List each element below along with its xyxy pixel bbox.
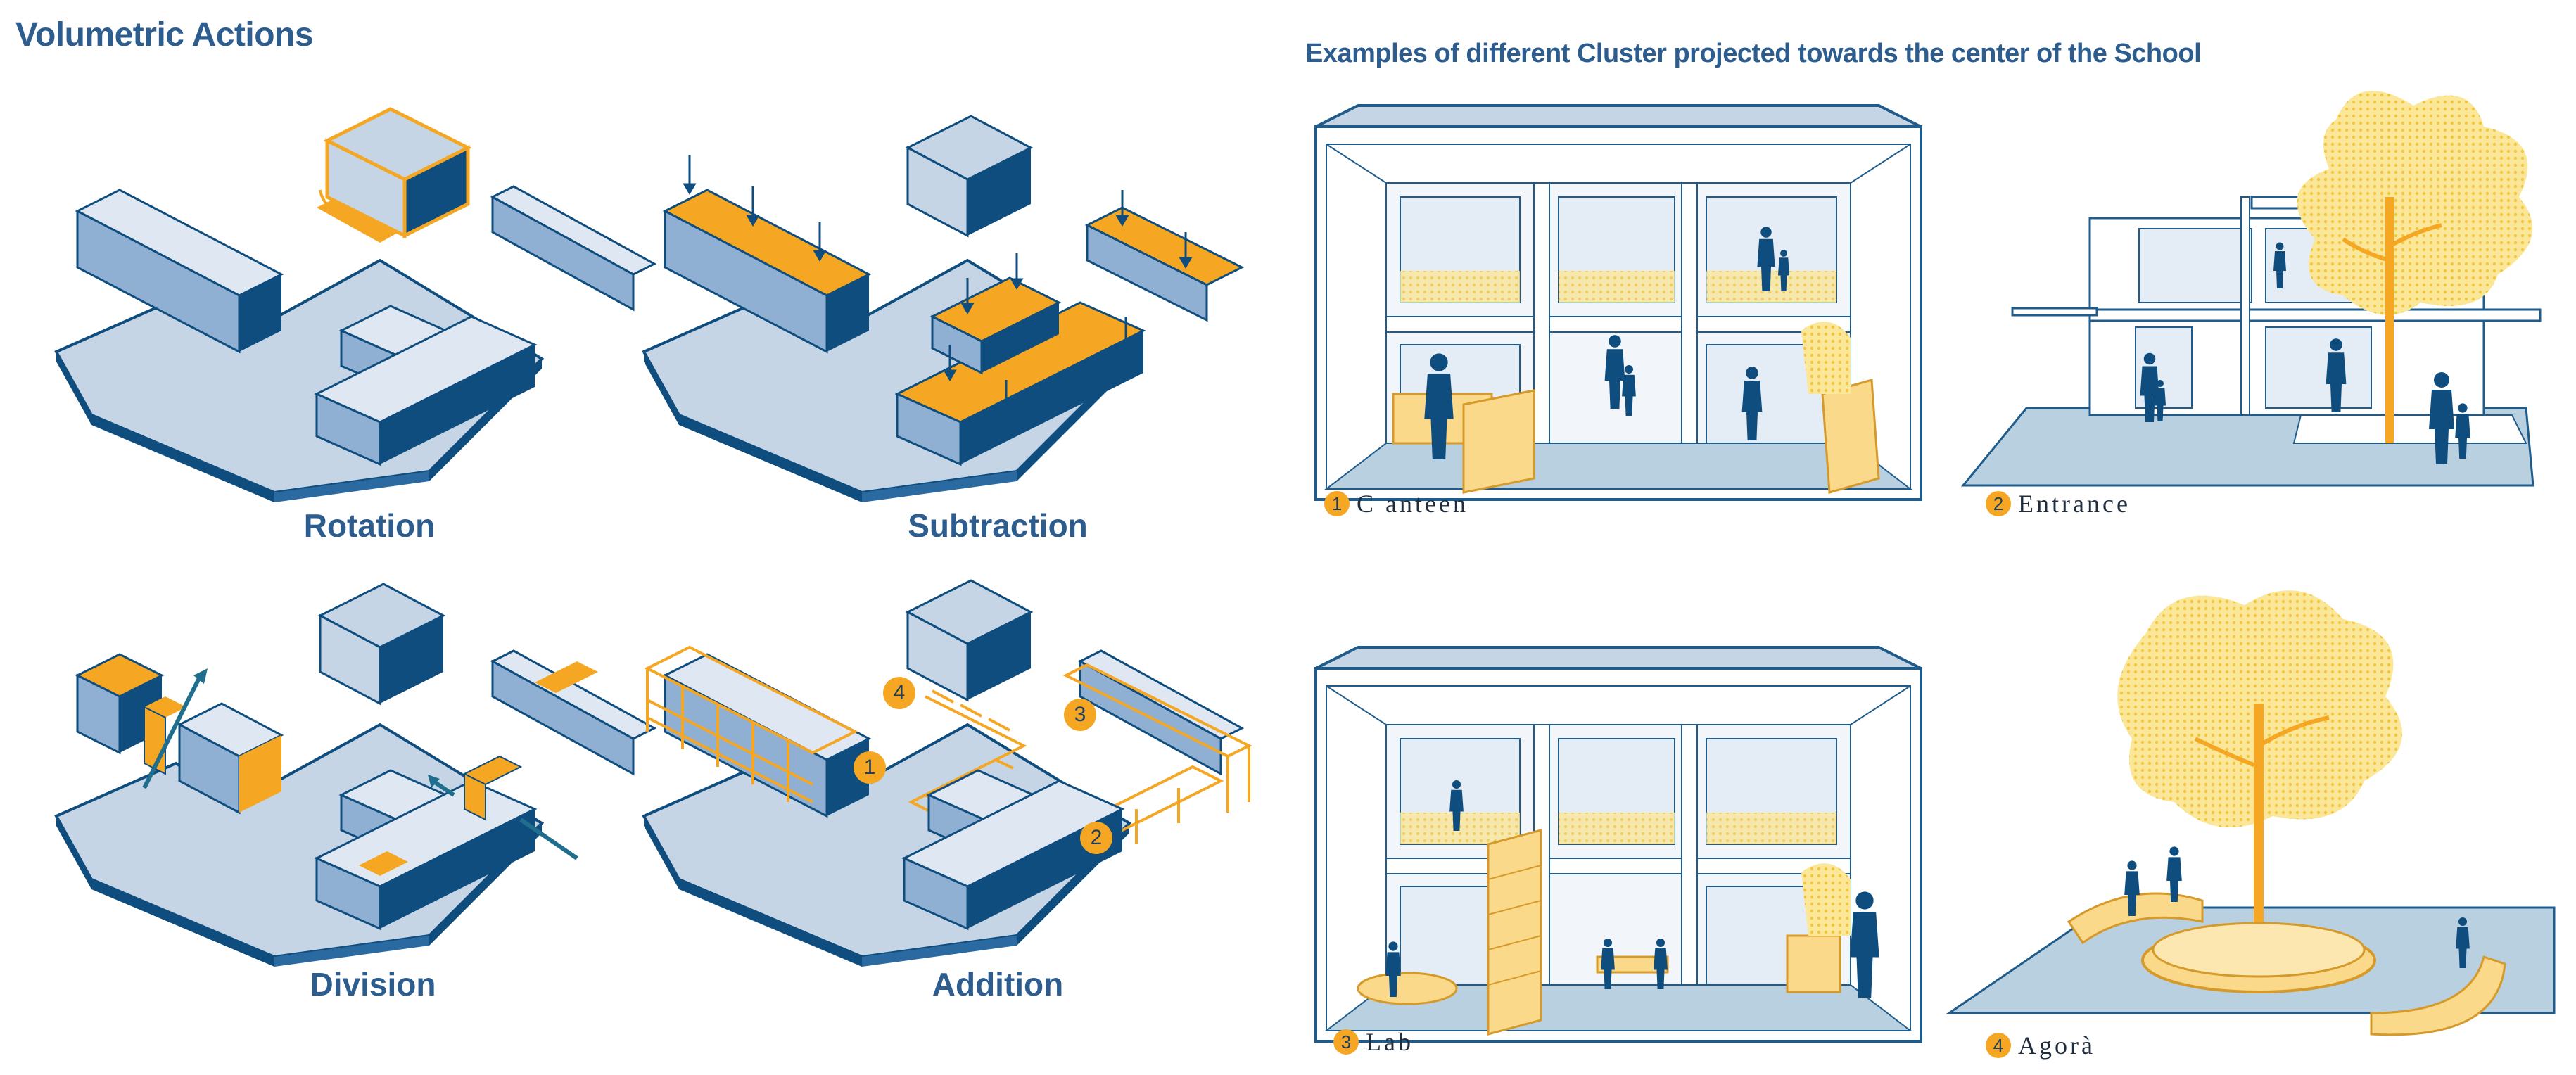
scene-caption-agora: 4 Agorà: [1986, 1031, 2095, 1060]
division-diagram: [55, 583, 657, 968]
scene-number-badge: 4: [1986, 1033, 2011, 1058]
canteen-scene: [1314, 104, 1922, 501]
lab-scene: [1314, 646, 1922, 1043]
left-heading: Volumetric Actions: [15, 16, 314, 53]
addition-marker-4: 4: [883, 677, 915, 709]
scene-label: Entrance: [2018, 490, 2131, 518]
scene-label: C anteen: [1357, 490, 1468, 518]
addition-diagram: [642, 579, 1252, 968]
caption-subtraction: Subtraction: [908, 507, 1088, 544]
addition-marker-1: 1: [854, 751, 886, 784]
addition-marker-3: 3: [1064, 699, 1096, 731]
right-heading: Examples of different Cluster projected …: [1305, 39, 2202, 68]
scene-number-badge: 2: [1986, 491, 2011, 516]
caption-division: Division: [310, 966, 436, 1003]
caption-addition: Addition: [932, 966, 1064, 1003]
caption-rotation: Rotation: [303, 507, 436, 544]
subtraction-diagram: [642, 115, 1245, 504]
agora-scene: [1946, 590, 2556, 1036]
scene-caption-entrance: 2 Entrance: [1986, 489, 2131, 519]
scene-number-badge: 3: [1333, 1029, 1359, 1055]
entrance-scene: [1960, 91, 2542, 487]
addition-marker-2: 2: [1080, 822, 1112, 854]
scene-label: Lab: [1366, 1028, 1414, 1056]
scene-caption-lab: 3 Lab: [1333, 1027, 1414, 1057]
scene-number-badge: 1: [1324, 491, 1350, 516]
scene-caption-canteen: 1 C anteen: [1324, 489, 1468, 519]
rotation-diagram: [55, 107, 657, 504]
scene-label: Agorà: [2018, 1031, 2095, 1060]
